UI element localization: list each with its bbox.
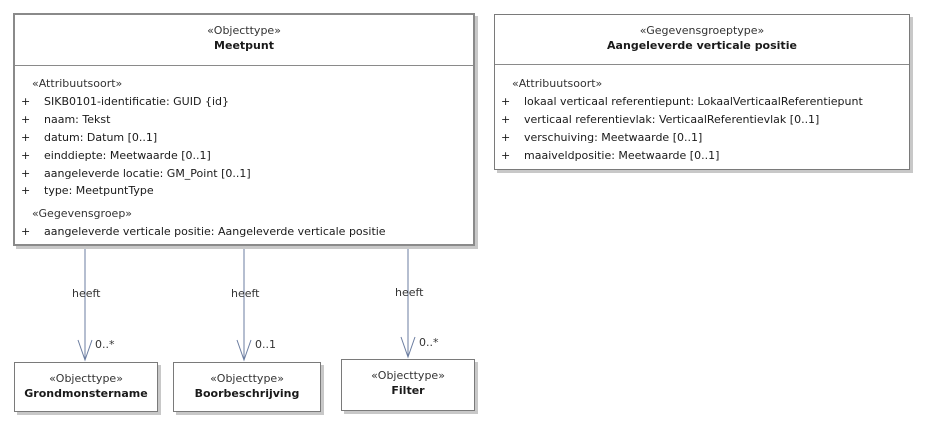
- attribute-row[interactable]: +verschuiving: Meetwaarde [0..1]: [501, 131, 703, 144]
- class-header: «Gegevensgroeptype» Aangeleverde vertica…: [495, 15, 909, 54]
- group-attribute-row[interactable]: +aangeleverde verticale positie: Aangele…: [21, 225, 386, 238]
- class-header: «Objecttype» Meetpunt: [15, 15, 473, 54]
- section-attribuutsoort: «Attribuutsoort»: [32, 77, 123, 90]
- association-meetpunt-boorbeschrijving: [236, 246, 252, 362]
- attribute-row[interactable]: +type: MeetpuntType: [21, 184, 154, 197]
- attribute-row[interactable]: +einddiepte: Meetwaarde [0..1]: [21, 149, 211, 162]
- class-stereotype: «Objecttype»: [49, 372, 123, 385]
- association-meetpunt-grondmonstername: [77, 246, 93, 362]
- class-name: Filter: [391, 384, 425, 397]
- multiplicity-label-2: 0..1: [255, 338, 276, 351]
- class-name: Grondmonstername: [24, 387, 148, 400]
- association-meetpunt-filter: [400, 246, 416, 359]
- attribute-row[interactable]: +maaiveldpositie: Meetwaarde [0..1]: [501, 149, 720, 162]
- attribute-row[interactable]: +lokaal verticaal referentiepunt: Lokaal…: [501, 95, 863, 108]
- class-stereotype: «Objecttype»: [207, 24, 281, 37]
- section-attribuutsoort: «Attribuutsoort»: [512, 77, 603, 90]
- class-stereotype: «Objecttype»: [371, 369, 445, 382]
- class-filter[interactable]: «Objecttype» Filter: [341, 359, 475, 411]
- class-aangeleverde-verticale-positie[interactable]: «Gegevensgroeptype» Aangeleverde vertica…: [494, 14, 910, 170]
- multiplicity-label-1: 0..*: [95, 338, 115, 351]
- association-label-3: heeft: [395, 286, 424, 299]
- association-label-2: heeft: [231, 287, 260, 300]
- attribute-row[interactable]: +datum: Datum [0..1]: [21, 131, 158, 144]
- section-gegevensgroep: «Gegevensgroep»: [32, 207, 133, 220]
- attribute-row[interactable]: +verticaal referentievlak: VerticaalRefe…: [501, 113, 820, 126]
- attribute-row[interactable]: +aangeleverde locatie: GM_Point [0..1]: [21, 167, 251, 180]
- attribute-row[interactable]: +naam: Tekst: [21, 113, 111, 126]
- class-stereotype: «Objecttype»: [210, 372, 284, 385]
- class-name: Aangeleverde verticale positie: [607, 39, 797, 52]
- class-stereotype: «Gegevensgroeptype»: [639, 24, 765, 37]
- class-boorbeschrijving[interactable]: «Objecttype» Boorbeschrijving: [173, 362, 321, 412]
- class-header: «Objecttype» Grondmonstername: [15, 363, 157, 402]
- class-meetpunt[interactable]: «Objecttype» Meetpunt «Attribuutsoort» +…: [13, 13, 475, 246]
- class-divider: [495, 64, 909, 65]
- attribute-row[interactable]: +SIKB0101-identificatie: GUID {id}: [21, 95, 229, 108]
- class-grondmonstername[interactable]: «Objecttype» Grondmonstername: [14, 362, 158, 412]
- association-label-1: heeft: [72, 287, 101, 300]
- multiplicity-label-3: 0..*: [419, 336, 439, 349]
- class-name: Meetpunt: [214, 39, 274, 52]
- class-divider: [15, 65, 473, 66]
- class-header: «Objecttype» Filter: [342, 360, 474, 399]
- class-name: Boorbeschrijving: [194, 387, 300, 400]
- class-header: «Objecttype» Boorbeschrijving: [174, 363, 320, 402]
